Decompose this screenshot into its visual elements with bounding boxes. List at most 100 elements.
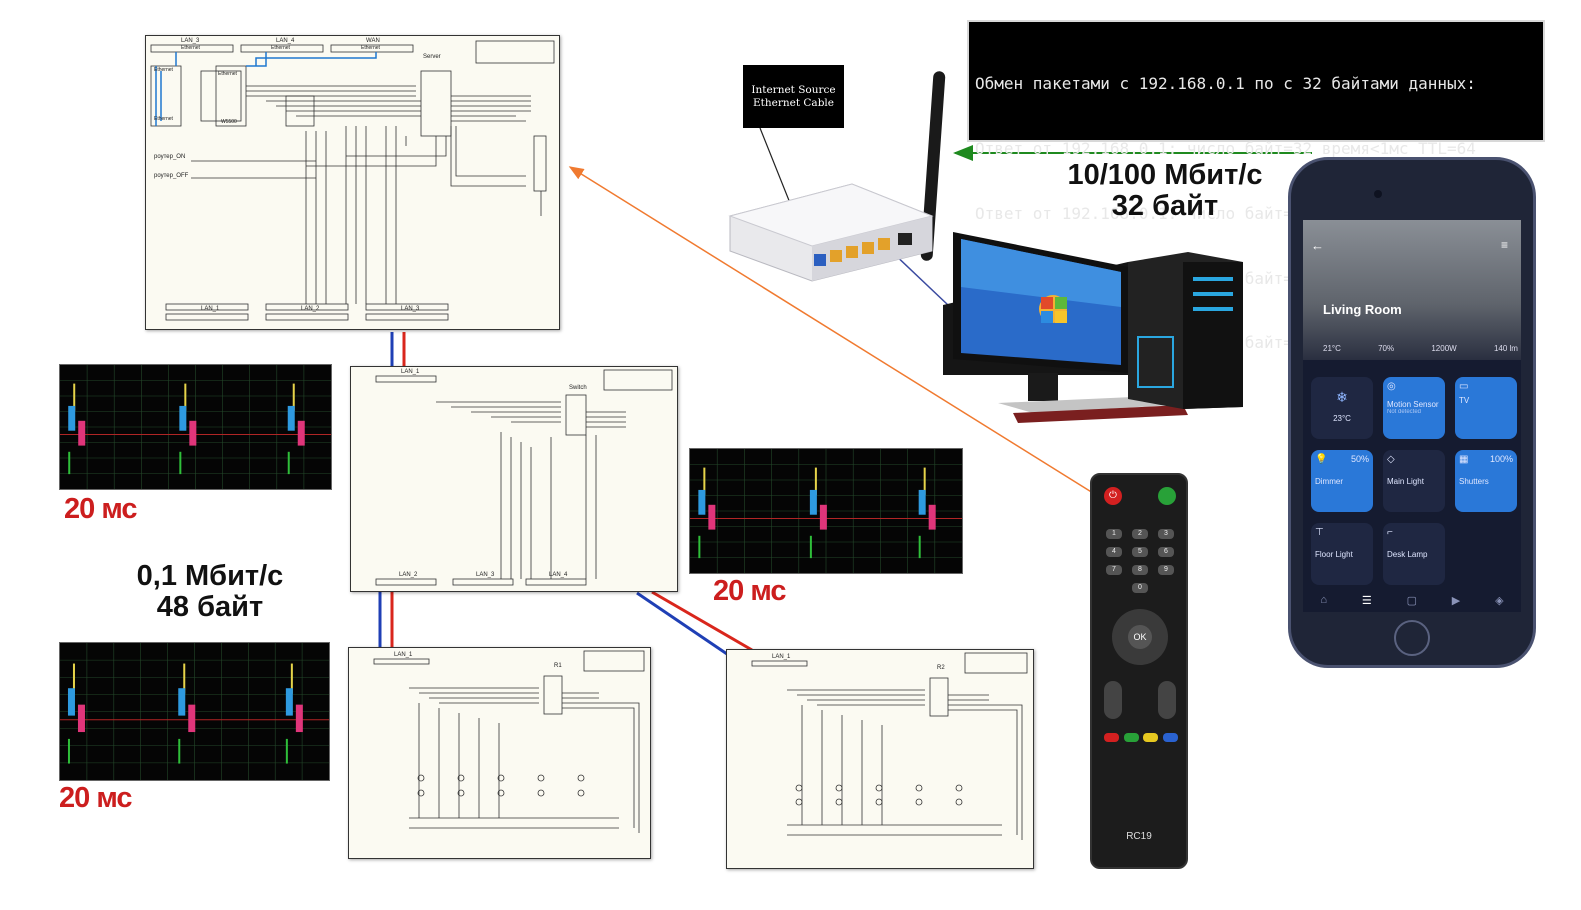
scope3-period-label: 20 мс — [59, 782, 133, 814]
tile-shutters[interactable]: ▦ 100% Shutters — [1455, 450, 1517, 512]
server-top-port-sub-1: Ethernet — [181, 45, 200, 51]
tile-thermostat-label: 23°C — [1333, 414, 1351, 423]
digit-5-button[interactable]: 5 — [1132, 547, 1148, 557]
digit-6-button[interactable]: 6 — [1158, 547, 1174, 557]
tile-motion-value: Not detected — [1387, 409, 1422, 415]
switch-schematic: Switch LAN_1 LAN_2 LAN_3 LAN_4 — [350, 366, 678, 592]
switch-bottom-port-1: LAN_2 — [399, 572, 418, 578]
pink-pulse — [928, 504, 936, 530]
server-schematic: Server LAN_3 LAN_4 WAN Ethernet Ethernet… — [145, 35, 560, 330]
snowflake-icon: ❄ — [1336, 389, 1348, 405]
channel-rocker[interactable] — [1158, 681, 1176, 719]
source-line-2: Ethernet Cable — [752, 96, 834, 109]
digit-3-button[interactable]: 3 — [1158, 529, 1174, 539]
server-eth-block-3: Ethernet — [154, 116, 173, 122]
source-line-1: Internet Source — [751, 83, 836, 96]
scope-3 — [59, 642, 330, 781]
mute-button-icon[interactable] — [1158, 487, 1176, 505]
tile-desk-lamp[interactable]: ⌐ Desk Lamp — [1383, 523, 1445, 585]
rooms-icon[interactable]: ☰ — [1361, 594, 1372, 607]
tile-floor-light-label: Floor Light — [1315, 550, 1353, 559]
yellow-pulse — [72, 663, 75, 694]
green-pulse — [285, 738, 288, 764]
ir-remote: ⏻ 1 2 3 4 5 6 7 8 9 0 OK RC19 — [1090, 473, 1188, 869]
tile-motion-sensor[interactable]: ◎ Motion Sensor Not detected — [1383, 377, 1445, 439]
yellow-pulse — [703, 467, 706, 495]
power-button-icon[interactable]: ⏻ — [1104, 487, 1122, 505]
tile-main-light[interactable]: ◇ Main Light — [1383, 450, 1445, 512]
server-top-port-1: LAN_3 — [181, 38, 200, 44]
green-pulse — [809, 535, 812, 559]
server-title: Server — [423, 54, 441, 60]
green-button[interactable] — [1123, 733, 1139, 742]
server-top-port-2: LAN_4 — [276, 38, 295, 44]
scope-2 — [689, 448, 963, 574]
switch-bottom-port-3: LAN_4 — [549, 572, 568, 578]
digit-8-button[interactable]: 8 — [1132, 565, 1148, 575]
relay2-title: R2 — [937, 665, 945, 671]
tv-icon: ▭ — [1459, 381, 1469, 392]
devices-icon[interactable]: ▢ — [1406, 594, 1417, 607]
digit-4-button[interactable]: 4 — [1106, 547, 1122, 557]
pink-pulse — [188, 704, 196, 733]
server-top-port-sub-2: Ethernet — [271, 45, 290, 51]
blue-button[interactable] — [1162, 733, 1178, 742]
tile-dimmer[interactable]: 💡 50% Dimmer — [1311, 450, 1373, 512]
ok-button[interactable]: OK — [1128, 625, 1152, 649]
digit-7-button[interactable]: 7 — [1106, 565, 1122, 575]
relay1-top-port: LAN_1 — [394, 652, 413, 658]
stat-light: 140 lm — [1493, 344, 1518, 353]
relay2-top-port: LAN_1 — [772, 654, 791, 660]
scope-1 — [59, 364, 332, 490]
room-title: Living Room — [1323, 302, 1402, 317]
blue-pulse — [287, 405, 295, 431]
tile-motion-label: Motion Sensor — [1387, 400, 1439, 409]
tile-tv[interactable]: ▭ TV — [1455, 377, 1517, 439]
room-header — [1303, 220, 1521, 360]
server-bottom-port-3: LAN_3 — [401, 306, 420, 312]
pink-pulse — [189, 420, 197, 446]
phone-nav-bar: ⌂ ☰ ▢ ▶ ◈ — [1303, 588, 1521, 612]
room-stats: 21°C 70% 1200W 140 lm — [1323, 344, 1518, 353]
main-light-icon: ◇ — [1387, 454, 1395, 465]
scope2-period-label: 20 мс — [713, 575, 787, 607]
slow-speed-rate: 0,1 Мбит/с — [136, 560, 284, 592]
tile-shutters-label: Shutters — [1459, 477, 1489, 486]
volume-rocker[interactable] — [1104, 681, 1122, 719]
digit-0-button[interactable]: 0 — [1132, 583, 1148, 593]
tile-shutters-head: ▦ 100% — [1459, 454, 1513, 465]
fast-speed-bytes: 32 байт — [1111, 190, 1219, 222]
yellow-button[interactable] — [1143, 733, 1159, 742]
fast-speed-label: 10/100 Мбит/с 32 байт — [1040, 160, 1290, 222]
blue-pulse — [285, 688, 293, 716]
smartphone: ← ≡ Living Room 21°C 70% 1200W 140 lm ❄ … — [1288, 157, 1536, 668]
home-icon[interactable]: ⌂ — [1320, 594, 1328, 606]
tile-floor-light[interactable]: ⊤ Floor Light — [1311, 523, 1373, 585]
floor-lamp-icon: ⊤ — [1315, 527, 1324, 538]
red-button[interactable] — [1104, 733, 1119, 742]
ir-arrow — [568, 166, 1094, 494]
phone-screen: ← ≡ Living Room 21°C 70% 1200W 140 lm ❄ … — [1303, 220, 1521, 612]
tile-thermostat[interactable]: ❄ 23°C — [1311, 377, 1373, 439]
play-icon[interactable]: ▶ — [1451, 594, 1461, 607]
blue-pulse — [68, 405, 76, 431]
stat-humidity: 70% — [1378, 344, 1395, 353]
digit-1-button[interactable]: 1 — [1106, 529, 1122, 539]
menu-icon[interactable]: ≡ — [1501, 238, 1509, 252]
digit-2-button[interactable]: 2 — [1132, 529, 1148, 539]
motion-icon: ◎ — [1387, 381, 1396, 392]
digit-9-button[interactable]: 9 — [1158, 565, 1174, 575]
shield-icon[interactable]: ◈ — [1495, 594, 1504, 607]
tile-tv-label: TV — [1459, 396, 1470, 405]
yellow-pulse — [183, 663, 186, 694]
home-button[interactable] — [1394, 620, 1430, 656]
server-button-on: роутер_ON — [154, 154, 186, 160]
tile-shutters-value: 100% — [1489, 454, 1513, 464]
yellow-pulse — [923, 467, 926, 495]
relay1-title: R1 — [554, 663, 562, 669]
back-arrow-icon[interactable]: ← — [1311, 238, 1324, 253]
blue-pulse — [179, 405, 187, 431]
color-buttons — [1104, 733, 1178, 743]
server-eth-block-1: Ethernet — [154, 67, 173, 73]
